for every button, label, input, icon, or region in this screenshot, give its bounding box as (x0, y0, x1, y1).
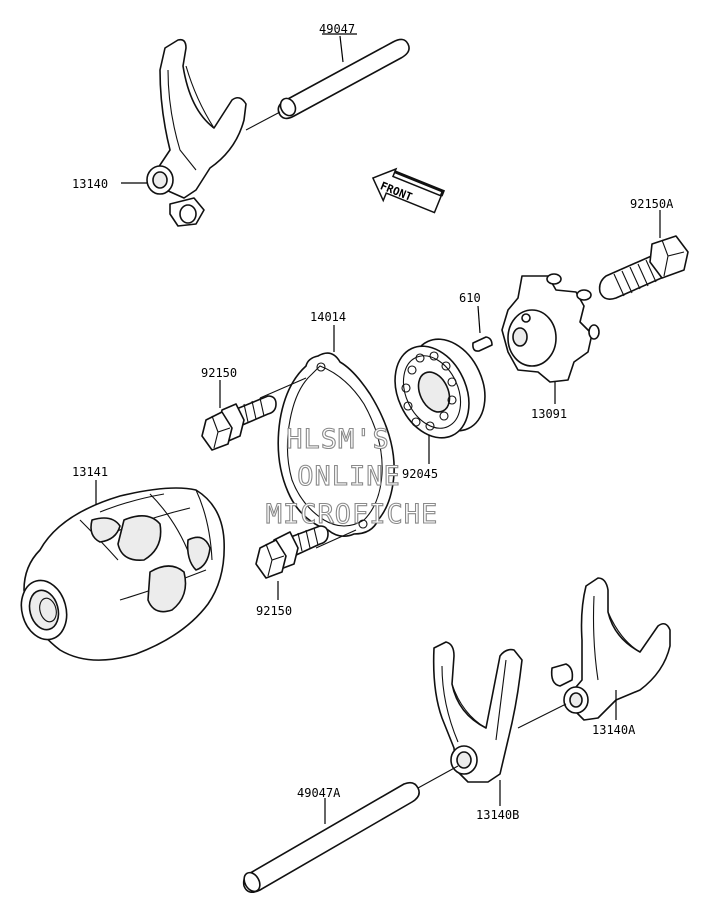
cam-plate-13091[interactable] (501, 273, 600, 383)
shift-fork-13140a[interactable] (550, 577, 671, 721)
shift-rod-upper[interactable] (277, 38, 410, 120)
label-92150-upper: 92150 (201, 366, 237, 380)
watermark-line-1: HLSM'S (286, 424, 390, 455)
bolt-92150-upper[interactable] (201, 395, 277, 451)
watermark-line-3: MICROFICHE (266, 499, 439, 530)
label-92150-lower: 92150 (256, 604, 292, 618)
label-92150a: 92150A (630, 197, 674, 211)
bolt-92150-lower[interactable] (255, 525, 329, 579)
gasket-14014[interactable] (277, 352, 395, 538)
label-13091: 13091 (531, 407, 567, 421)
bearing-92045[interactable] (381, 327, 499, 450)
pin-610[interactable] (472, 336, 493, 352)
shift-drum-13141[interactable] (15, 487, 225, 661)
label-13140b: 13140B (476, 808, 519, 822)
front-arrow-icon (371, 167, 446, 214)
label-14014: 14014 (310, 310, 346, 324)
label-610: 610 (459, 291, 481, 305)
watermark-line-2: ONLINE (297, 461, 401, 492)
label-13141: 13141 (72, 465, 108, 479)
bolt-92150a[interactable] (598, 235, 689, 300)
shift-fork-upper[interactable] (146, 38, 247, 227)
shift-fork-13140b[interactable] (432, 641, 523, 783)
label-13140a: 13140A (592, 723, 636, 737)
label-92045: 92045 (402, 467, 438, 481)
label-13140: 13140 (72, 177, 108, 191)
label-49047a: 49047A (297, 786, 341, 800)
label-49047: 49047 (319, 22, 355, 36)
shift-rod-lower[interactable] (241, 781, 420, 894)
